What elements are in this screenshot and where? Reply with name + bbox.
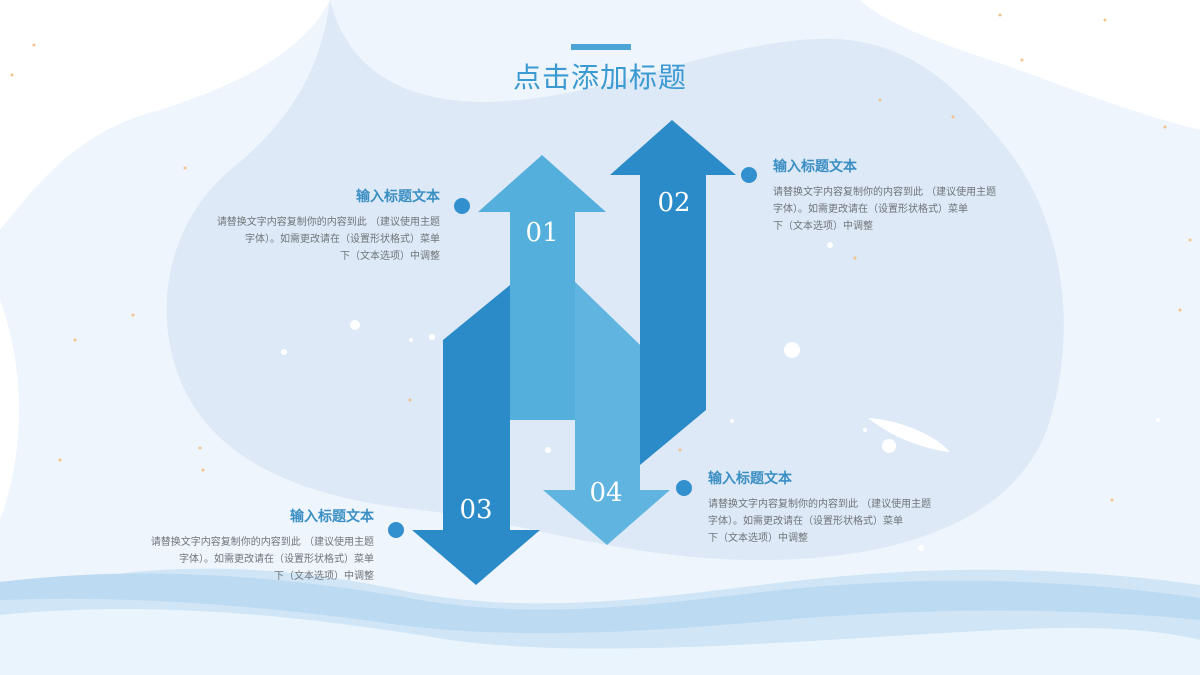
item-02-heading: 输入标题文本: [773, 159, 857, 175]
item-03-body: 请替换文字内容复制你的内容到此 （建议使用主题 字体）。如需更改请在（设置形状格…: [150, 537, 374, 582]
item-01-body: 请替换文字内容复制你的内容到此 （建议使用主题 字体）。如需更改请在（设置形状格…: [216, 217, 440, 262]
item-03-heading: 输入标题文本: [290, 509, 374, 525]
item-03-dot: [388, 522, 404, 538]
arrow-03: [412, 285, 540, 585]
arrow-01: [478, 155, 606, 420]
item-01-heading: 输入标题文本: [356, 189, 440, 205]
page-title: 点击添加标题: [512, 61, 687, 94]
arrow-04: [543, 282, 670, 545]
arrow-03-number: 03: [459, 495, 492, 525]
arrow-01-number: 01: [525, 218, 558, 248]
item-04-body: 请替换文字内容复制你的内容到此 （建议使用主题 字体）。如需更改请在（设置形状格…: [708, 499, 932, 544]
arrow-04-number: 04: [589, 478, 622, 508]
item-02-text: 输入标题文本 请替换文字内容复制你的内容到此 （建议使用主题 字体）。如需更改请…: [773, 156, 1053, 235]
item-02-dot: [741, 167, 757, 183]
item-04-heading: 输入标题文本: [708, 471, 792, 487]
item-04-dot: [676, 480, 692, 496]
arrow-02: [610, 120, 736, 465]
title-accent-bar: [571, 44, 631, 50]
arrow-02-number: 02: [657, 188, 690, 218]
item-01-dot: [454, 198, 470, 214]
item-02-body: 请替换文字内容复制你的内容到此 （建议使用主题 字体）。如需更改请在（设置形状格…: [773, 187, 997, 232]
item-01-text: 输入标题文本 请替换文字内容复制你的内容到此 （建议使用主题 字体）。如需更改请…: [160, 186, 440, 265]
item-04-text: 输入标题文本 请替换文字内容复制你的内容到此 （建议使用主题 字体）。如需更改请…: [708, 468, 988, 547]
item-03-text: 输入标题文本 请替换文字内容复制你的内容到此 （建议使用主题 字体）。如需更改请…: [94, 506, 374, 585]
